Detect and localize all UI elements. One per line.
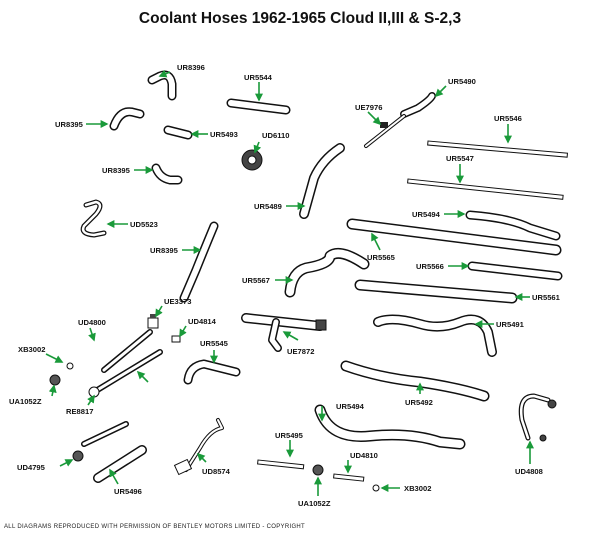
label-ur8395-3: UR8395 xyxy=(150,246,179,255)
arrow-ur8396 xyxy=(158,69,171,78)
pipe-ud8574-drawing xyxy=(173,418,224,476)
hose-ur5493-drawing xyxy=(163,125,193,140)
label-ur5493: UR5493 xyxy=(210,130,238,139)
label-ur5547: UR5547 xyxy=(446,154,474,163)
label-ue7976: UE7976 xyxy=(355,103,382,112)
label-ud4810: UD4810 xyxy=(350,451,378,460)
hose-ur5491-drawing xyxy=(373,314,497,357)
label-ur5566: UR5566 xyxy=(416,262,444,271)
hose-ur5494-drawing-1 xyxy=(465,210,561,241)
arrow-ud4814 xyxy=(179,325,187,338)
arrow-ur5490 xyxy=(434,85,447,98)
pipe-ur5547-drawing xyxy=(407,178,564,200)
clip-xb3002-drawing-1 xyxy=(66,362,74,370)
label-ur5494-1: UR5494 xyxy=(412,210,441,219)
label-ue3373: UE3373 xyxy=(164,297,191,306)
diagram-title: Coolant Hoses 1962-1965 Cloud II,III & S… xyxy=(138,10,462,27)
hose-ur5496-drawing xyxy=(93,445,147,483)
pipe-ud5523-drawing xyxy=(80,199,107,238)
fitting-ud4814-drawing xyxy=(171,335,181,343)
seal-ud6110-drawing xyxy=(241,149,263,171)
label-xb3002-2: XB3002 xyxy=(404,484,431,493)
label-ud6110: UD6110 xyxy=(262,131,289,140)
arrow-ud6110 xyxy=(253,141,262,154)
pipe-ud4795-drawing xyxy=(72,421,129,462)
copyright-credit: ALL DIAGRAMS REPRODUCED WITH PERMISSION … xyxy=(4,524,306,530)
hose-ur5561-drawing xyxy=(354,279,518,304)
label-ud4795: UD4795 xyxy=(17,463,46,472)
pipe-ud4810-drawing xyxy=(333,473,365,482)
arrow-ud4800 xyxy=(88,327,96,342)
arrow-ue7872 xyxy=(282,331,299,341)
hose-ur5566-drawing xyxy=(467,261,563,281)
label-re8817: RE8817 xyxy=(66,407,93,416)
arrow-ua1052z-1 xyxy=(48,384,57,397)
label-ur8395-1: UR8395 xyxy=(55,120,84,129)
label-ur5495: UR5495 xyxy=(275,431,304,440)
pipe-ud4808-drawing xyxy=(518,393,557,442)
label-ur5492: UR5492 xyxy=(405,398,433,407)
hose-ur5545-drawing xyxy=(183,359,241,385)
hose-ur5490-drawing xyxy=(364,92,436,148)
part-labels: UR8396 UR8395 UR5493 UR5544 UD6110 UR839… xyxy=(9,63,561,508)
hose-ur8396-drawing xyxy=(147,70,177,101)
label-ur8395-2: UR8395 xyxy=(102,166,131,175)
label-ud4814: UD4814 xyxy=(188,317,217,326)
label-ud4808: UD4808 xyxy=(515,467,543,476)
arrow-ud4795 xyxy=(59,459,74,467)
hose-ur5544-drawing xyxy=(226,98,291,115)
nut-ua1052z-drawing-2 xyxy=(312,464,324,476)
nut-ua1052z-drawing-1 xyxy=(49,374,61,386)
label-ud8574: UD8574 xyxy=(202,467,231,476)
hose-ur5492-drawing xyxy=(340,360,490,402)
pipe-ur5495-drawing xyxy=(257,459,305,470)
hose-ur5567-drawing xyxy=(284,247,370,298)
pipe-re8817-drawing xyxy=(88,349,163,398)
fitting-ue3373-drawing xyxy=(147,314,159,329)
label-ur5567: UR5567 xyxy=(242,276,270,285)
label-ur5489: UR5489 xyxy=(254,202,282,211)
hose-ur8395-drawing-3 xyxy=(179,221,219,303)
label-ur5561: UR5561 xyxy=(532,293,561,302)
hose-ur5494-drawing-2 xyxy=(314,404,466,450)
label-ua1052z-1: UA1052Z xyxy=(9,397,42,406)
part-drawings xyxy=(49,70,569,492)
arrow-ur5565 xyxy=(371,232,381,251)
callout-arrows xyxy=(45,69,534,496)
label-xb3002-1: XB3002 xyxy=(18,345,45,354)
hose-ur5565-drawing xyxy=(346,218,562,256)
arrow-ue7976 xyxy=(367,111,382,126)
label-ud4800: UD4800 xyxy=(78,318,106,327)
label-ur5545: UR5545 xyxy=(200,339,229,348)
label-ur5494-2: UR5494 xyxy=(336,402,365,411)
label-ue7872: UE7872 xyxy=(287,347,314,356)
label-ur5496: UR5496 xyxy=(114,487,142,496)
hose-ur8395-drawing-2 xyxy=(151,163,183,185)
label-ur8396: UR8396 xyxy=(177,63,205,72)
arrow-ud8574 xyxy=(196,452,207,463)
label-ur5490: UR5490 xyxy=(448,77,476,86)
arrow-re8817-2 xyxy=(136,370,149,383)
pipe-ur5546-drawing xyxy=(427,140,569,158)
arrow-re8817 xyxy=(87,394,95,406)
arrow-xb3002-1 xyxy=(45,353,64,363)
label-ur5565: UR5565 xyxy=(367,253,396,262)
label-ur5546: UR5546 xyxy=(494,114,522,123)
hose-ur5489-drawing xyxy=(299,143,345,219)
clip-xb3002-drawing-2 xyxy=(372,484,380,492)
label-ud5523: UD5523 xyxy=(130,220,158,229)
tee-ue7872-drawing xyxy=(241,313,327,352)
label-ur5544: UR5544 xyxy=(244,73,273,82)
label-ua1052z-2: UA1052Z xyxy=(298,499,331,508)
arrow-ur5496 xyxy=(109,468,119,485)
arrow-ue3373 xyxy=(155,305,163,318)
label-ur5491: UR5491 xyxy=(496,320,525,329)
hose-ur8395-drawing-1 xyxy=(109,107,145,131)
pipe-ud4800-drawing xyxy=(101,329,153,373)
